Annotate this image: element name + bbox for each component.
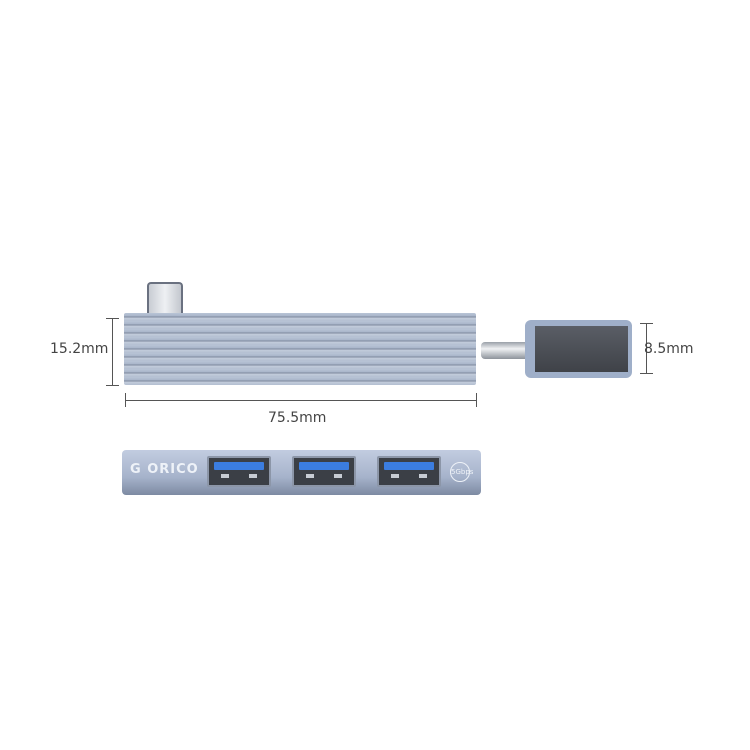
length-dimension-cap-right xyxy=(476,393,477,407)
brand-text: ORICO xyxy=(147,462,199,477)
usb-a-port-2 xyxy=(292,456,356,487)
usb-c-port-top xyxy=(147,282,183,313)
hub-side-view-body xyxy=(124,313,476,385)
logo-swirl-icon: G xyxy=(130,462,148,477)
plug-dimension-line xyxy=(646,323,647,374)
plug-dimension-cap-top xyxy=(640,323,653,324)
plug-dimension-cap-bottom xyxy=(640,373,653,374)
orico-logo: G ORICO xyxy=(130,462,199,477)
usb-a-port-3 xyxy=(377,456,441,487)
height-dimension-cap-top xyxy=(106,318,119,319)
length-dimension-cap-left xyxy=(125,393,126,407)
height-dimension-cap-bottom xyxy=(106,385,119,386)
usb-a-port-1 xyxy=(207,456,271,487)
usb-c-plug-pin xyxy=(481,342,531,359)
height-dimension-line xyxy=(112,318,113,386)
length-dimension-line xyxy=(125,400,477,401)
plug-dimension-label: 8.5mm xyxy=(644,341,694,357)
length-dimension-label: 75.5mm xyxy=(268,410,327,426)
height-dimension-label: 15.2mm xyxy=(50,341,109,357)
usb-c-plug-head-face xyxy=(535,326,628,372)
speed-badge-icon: 5Gbps xyxy=(450,462,473,482)
